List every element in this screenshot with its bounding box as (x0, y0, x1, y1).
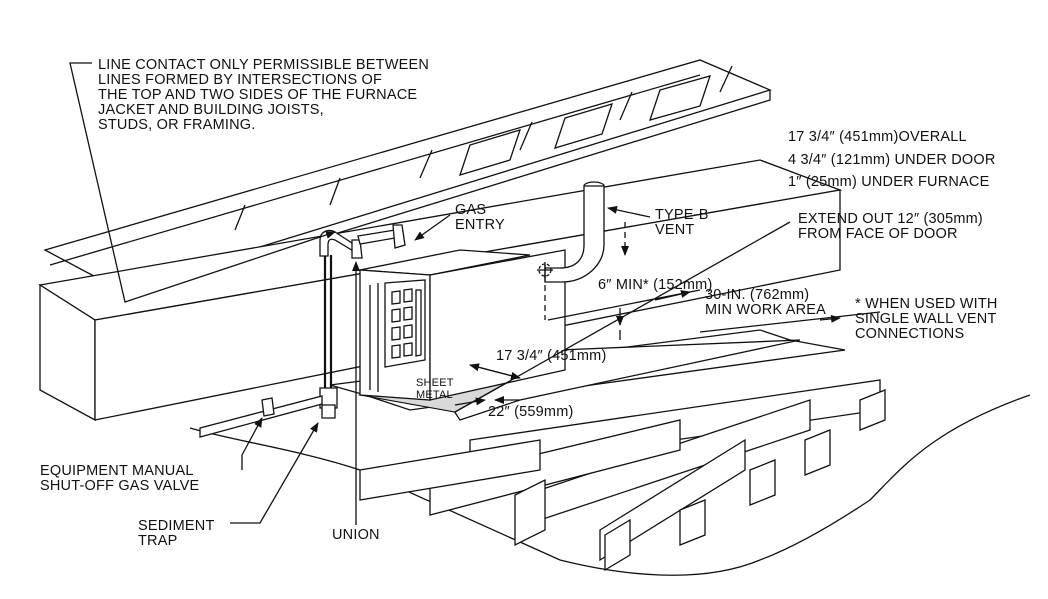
type-b-vent-label: TYPE-B VENT (655, 207, 709, 238)
gas-piping (199, 224, 406, 438)
type-b-vent-pipe (537, 181, 605, 320)
sediment-trap-label: SEDIMENT TRAP (138, 518, 215, 549)
sheet-metal-label: SHEET METAL (416, 377, 454, 401)
gas-entry-label: GAS ENTRY (455, 202, 505, 233)
floor-outline (189, 394, 1031, 576)
furnace-width-label: 17 3/4″ (451mm) (496, 348, 607, 364)
under-furnace-dimension-label: 1″ (25mm) UNDER FURNACE (788, 174, 990, 190)
under-door-dimension-label: 4 3/4″ (121mm) UNDER DOOR (788, 152, 996, 168)
roof-rafters (43, 59, 772, 301)
single-wall-note: * WHEN USED WITH SINGLE WALL VENT CONNEC… (855, 296, 998, 342)
furnace (359, 249, 566, 401)
union-label: UNION (332, 527, 380, 543)
leader-lines (69, 62, 881, 525)
line-contact-note: LINE CONTACT ONLY PERMISSIBLE BETWEEN LI… (98, 57, 430, 133)
six-inch-min-label: 6″ MIN* (152mm) (598, 277, 713, 293)
work-area-label: 30-IN. (762mm) MIN WORK AREA (705, 287, 827, 318)
furnace-depth-label: 22″ (559mm) (488, 404, 574, 420)
extend-out-label: EXTEND OUT 12″ (305mm) FROM FACE OF DOOR (798, 211, 983, 242)
overall-dimension-label: 17 3/4″ (451mm)OVERALL (788, 129, 967, 145)
shutoff-valve-label: EQUIPMENT MANUAL SHUT-OFF GAS VALVE (40, 463, 200, 494)
